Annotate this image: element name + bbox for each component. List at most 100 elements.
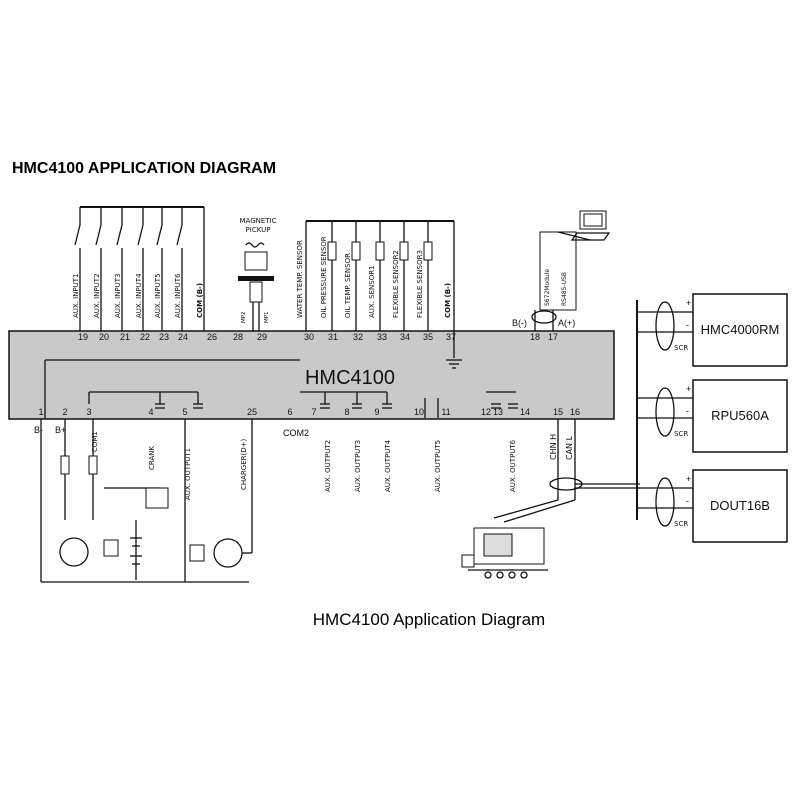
svg-text:4: 4 — [148, 407, 153, 417]
top-label: COM (B-) — [196, 283, 204, 318]
aux-input-switches — [74, 207, 205, 331]
svg-text:+: + — [686, 384, 691, 394]
bottom-label: CRANK — [148, 446, 156, 470]
svg-text:16: 16 — [570, 407, 580, 417]
pin-number: 29 — [257, 332, 267, 342]
pin-number: 31 — [328, 332, 338, 342]
top-label: FLEXIBLE SENSOR2 — [392, 250, 400, 318]
svg-text:5: 5 — [182, 407, 187, 417]
module-hmc4000rm: HMC4000RM + - SCR — [637, 293, 788, 367]
top-pins: 19 20 21 22 23 24 26 28 29 30 31 32 33 3… — [78, 332, 558, 342]
bottom-label: AUX. OUTPUT4 — [384, 439, 392, 492]
top-label: WATER TEMP. SENSOR — [296, 240, 304, 318]
bottom-label: B+ — [55, 425, 66, 435]
relay-contacts — [88, 391, 518, 418]
svg-text:-: - — [686, 406, 689, 416]
svg-text:SCR: SCR — [674, 430, 688, 438]
bottom-label: CHARGER(D+) — [240, 438, 248, 490]
top-label: AUX. INPUT1 — [72, 273, 80, 318]
rs485-b: B(-) — [512, 318, 527, 328]
svg-text:HMC4000RM: HMC4000RM — [701, 322, 780, 337]
pin-number: 35 — [423, 332, 433, 342]
top-label: AUX. INPUT3 — [114, 273, 122, 318]
bottom-label: AUX. OUTPUT5 — [434, 440, 442, 492]
ground-icon — [446, 359, 462, 369]
svg-text:10: 10 — [414, 407, 424, 417]
pin-number: 32 — [353, 332, 363, 342]
pin-number: 22 — [140, 332, 150, 342]
top-label: OIL PRESSURE SENSOR — [320, 236, 328, 318]
pin-number: 24 — [178, 332, 188, 342]
svg-text:12: 12 — [481, 407, 491, 417]
module-dout16b: DOUT16B + - SCR — [637, 469, 788, 543]
top-label: AUX. INPUT5 — [154, 273, 162, 318]
pin-number: 20 — [99, 332, 109, 342]
svg-text:-: - — [686, 496, 689, 506]
controller-label: HMC4100 — [305, 367, 395, 389]
bottom-label: COM1 — [91, 431, 99, 452]
svg-text:RPU560A: RPU560A — [711, 408, 769, 423]
pin-number: 33 — [377, 332, 387, 342]
top-label: AUX. INPUT4 — [135, 273, 143, 318]
rs485-a: A(+) — [558, 318, 575, 328]
svg-text:-: - — [686, 320, 689, 330]
module-rpu560a: RPU560A + - SCR — [637, 379, 788, 453]
pin-number: 21 — [120, 332, 130, 342]
svg-text:25: 25 — [247, 407, 257, 417]
top-label: MP1 — [264, 311, 270, 323]
magnetic-pickup-icon — [238, 242, 274, 331]
fuse-icon — [60, 455, 70, 475]
svg-text:2: 2 — [62, 407, 67, 417]
fuse-icon — [88, 455, 98, 475]
top-label: OIL TEMP. SENSOR — [344, 253, 352, 318]
crank-relay-icon — [145, 487, 169, 509]
pickup-label: PICKUP — [246, 226, 271, 234]
pin-number: 26 — [207, 332, 217, 342]
svg-text:+: + — [686, 474, 691, 484]
bottom-label: AUX. OUTPUT1 — [184, 448, 192, 500]
bottom-label: AUX. OUTPUT2 — [324, 440, 332, 492]
pin-number: 37 — [446, 332, 456, 342]
svg-text:14: 14 — [520, 407, 530, 417]
bottom-label: AUX. OUTPUT6 — [509, 439, 517, 492]
svg-text:13: 13 — [493, 407, 503, 417]
top-label: AUX. SENSOR1 — [368, 265, 376, 318]
top-label: AUX. INPUT6 — [174, 273, 182, 318]
svg-text:+: + — [686, 298, 691, 308]
charger-icon — [213, 538, 243, 568]
starter-motor-icon — [59, 537, 89, 567]
svg-text:9: 9 — [374, 407, 379, 417]
rs485-label: S672Module — [544, 269, 551, 306]
bottom-label: CAN L — [565, 435, 574, 460]
top-label: AUX. INPUT2 — [93, 273, 101, 318]
pickup-label: MAGNETIC — [239, 217, 276, 225]
bottom-label: COM2 — [283, 428, 309, 438]
bottom-label: B- — [34, 425, 43, 435]
bottom-label: AUX. OUTPUT3 — [354, 440, 362, 492]
top-label: FLEXIBLE SENSOR3 — [416, 250, 424, 318]
svg-text:7: 7 — [311, 407, 316, 417]
pin-number: 17 — [548, 332, 558, 342]
rs485-label: RS485-USB — [561, 272, 568, 306]
bottom-label: CHN H — [549, 434, 558, 460]
svg-text:8: 8 — [344, 407, 349, 417]
svg-text:11: 11 — [441, 407, 450, 417]
pin-number: 34 — [400, 332, 410, 342]
generator-icon — [461, 527, 548, 579]
top-label: MP2 — [241, 311, 247, 323]
rs485-module — [539, 231, 577, 311]
svg-text:SCR: SCR — [674, 520, 688, 528]
top-labels: AUX. INPUT1 AUX. INPUT2 AUX. INPUT3 AUX.… — [72, 236, 452, 323]
pin-number: 23 — [159, 332, 169, 342]
pin-number: 19 — [78, 332, 88, 342]
svg-text:SCR: SCR — [674, 344, 688, 352]
bottom-pins: 1 2 3 4 5 25 6 7 8 9 10 11 12 13 14 15 1… — [38, 407, 580, 417]
page-title: HMC4100 APPLICATION DIAGRAM — [12, 160, 277, 177]
pin-number: 28 — [233, 332, 243, 342]
pin-number: 30 — [304, 332, 314, 342]
svg-text:DOUT16B: DOUT16B — [710, 498, 770, 513]
sensor-resistors — [327, 221, 433, 331]
svg-text:3: 3 — [86, 407, 91, 417]
pin-number: 18 — [530, 332, 540, 342]
